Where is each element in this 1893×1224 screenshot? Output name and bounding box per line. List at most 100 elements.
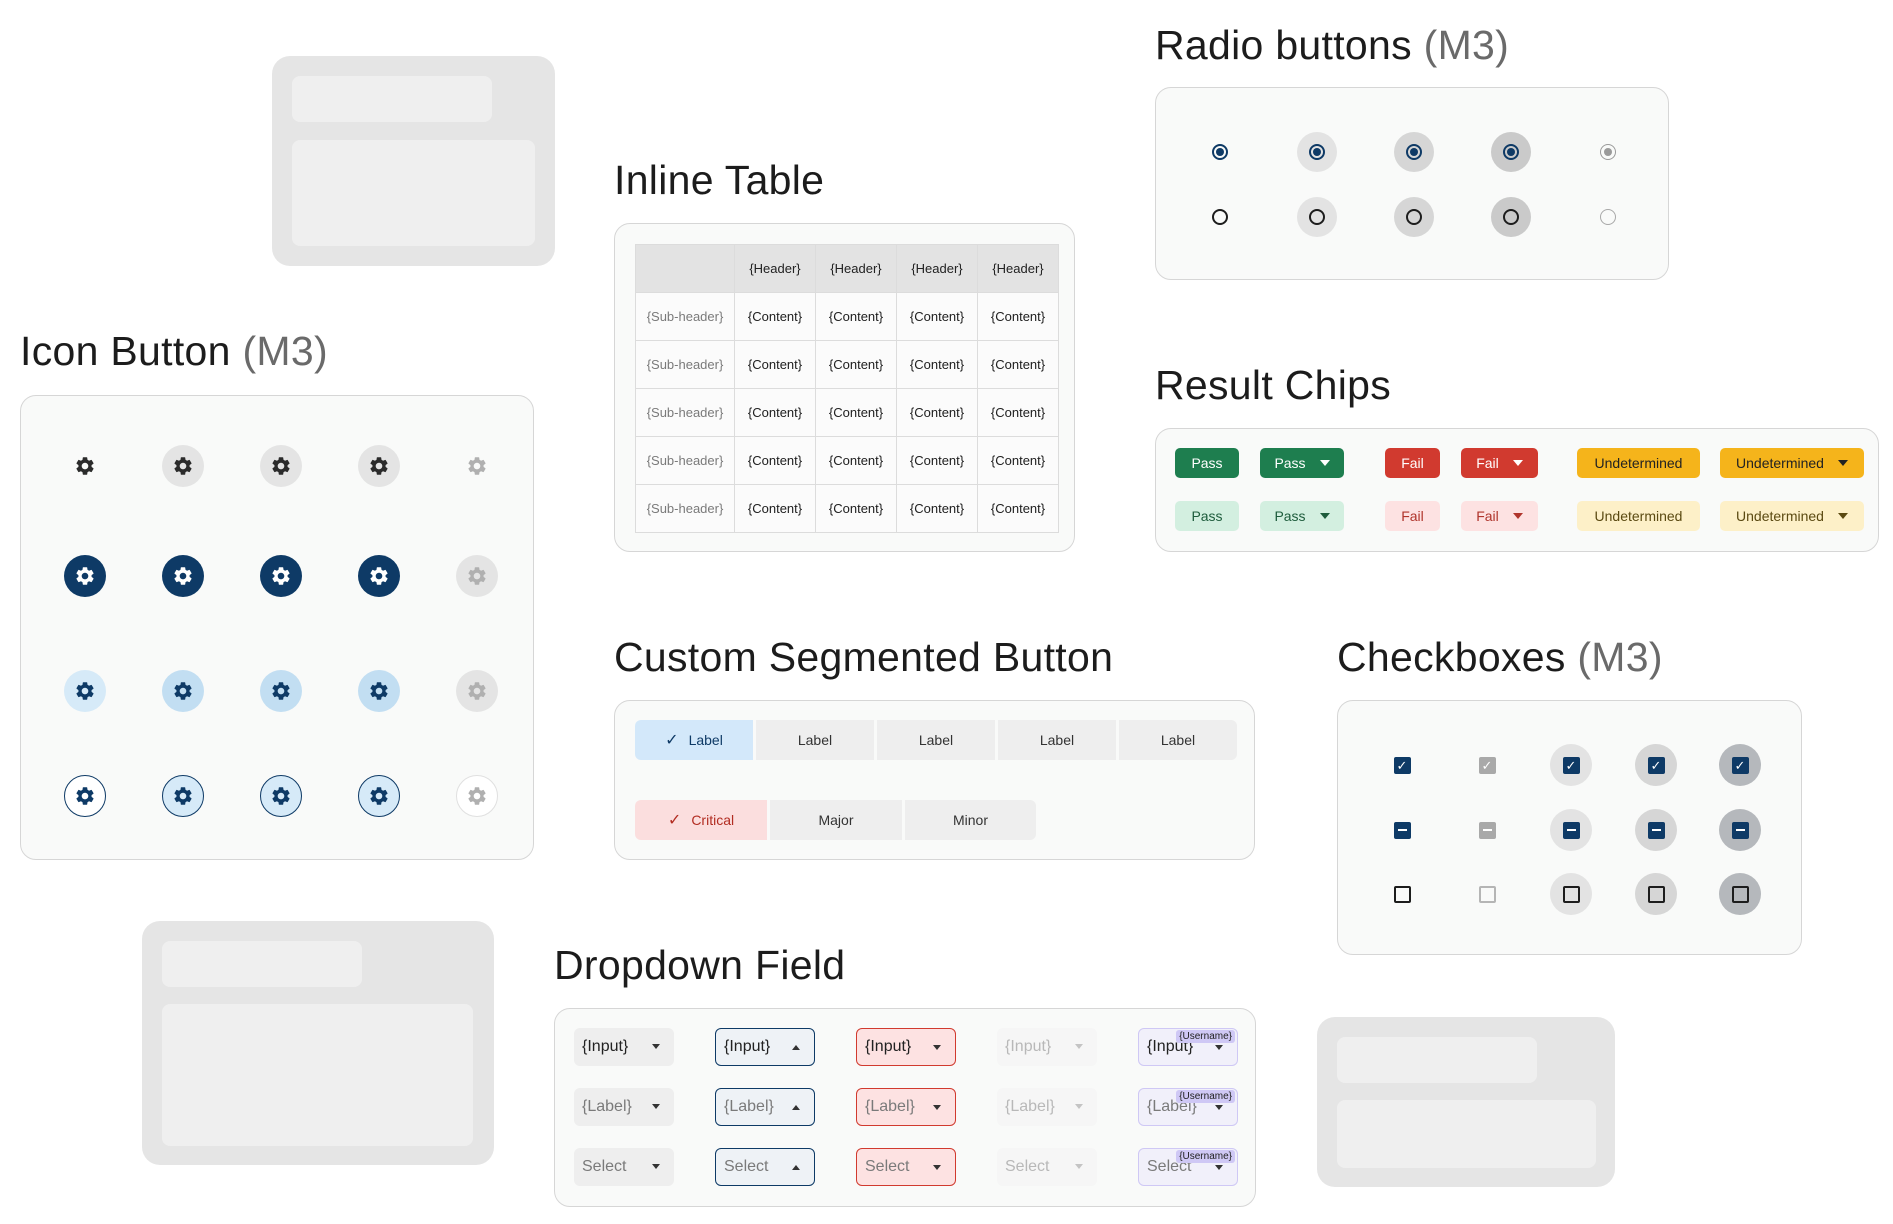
radio-selected[interactable] [1200,132,1240,172]
settings-icon-button[interactable] [260,670,302,712]
chip-fail[interactable]: Fail [1385,448,1440,478]
table-cell: {Content} [896,292,978,341]
settings-icon-button[interactable] [64,670,106,712]
segment-major[interactable]: Major [770,800,902,840]
chevron-down-icon [1215,1105,1223,1110]
gear-icon [270,565,292,587]
chip-undetermined-light-dropdown[interactable]: Undetermined [1720,501,1864,531]
radio-selected[interactable] [1491,132,1531,172]
checkbox-checked[interactable]: ✓ [1550,744,1592,786]
chip-pass[interactable]: Pass [1175,448,1239,478]
dropdown-collaborative[interactable]: {Input}{Username} [1138,1028,1238,1066]
checkbox-checked[interactable]: ✓ [1635,744,1677,786]
settings-icon-button[interactable] [456,775,498,817]
inline-table: {Header} {Header} {Header} {Header} {Sub… [635,244,1059,533]
gear-icon [270,455,292,477]
settings-icon-button[interactable] [162,670,204,712]
checkbox-indeterminate[interactable] [1466,809,1508,851]
segment-critical-selected[interactable]: ✓Critical [635,800,767,840]
username-badge: {Username} [1176,1030,1235,1043]
checkbox-indeterminate[interactable] [1381,809,1423,851]
dropdown-focused[interactable]: Select [715,1148,815,1186]
segment-selected[interactable]: ✓Label [635,720,753,760]
checkbox-indeterminate[interactable] [1550,809,1592,851]
table-header-cell: {Header} [977,244,1059,293]
username-badge: {Username} [1176,1090,1235,1103]
gear-icon [368,785,390,807]
settings-icon-button[interactable] [358,775,400,817]
settings-icon-button[interactable] [456,445,498,487]
settings-icon-button[interactable] [456,555,498,597]
checkbox-unchecked[interactable] [1381,873,1423,915]
gear-icon [466,785,488,807]
icon-button-title: Icon Button (M3) [20,328,328,374]
dropdown-value: Select [724,1158,769,1175]
dropdown-default[interactable]: {Input} [574,1028,674,1066]
chip-fail-dropdown[interactable]: Fail [1461,448,1538,478]
settings-icon-button[interactable] [64,445,106,487]
dropdown-collaborative[interactable]: {Label}{Username} [1138,1088,1238,1126]
segment-minor[interactable]: Minor [905,800,1036,840]
dropdown-focused[interactable]: {Input} [715,1028,815,1066]
gear-icon [172,785,194,807]
dropdown-error[interactable]: Select [856,1148,956,1186]
checkbox-checked[interactable]: ✓ [1466,744,1508,786]
settings-icon-button[interactable] [260,555,302,597]
settings-icon-button[interactable] [162,445,204,487]
dropdown-default[interactable]: Select [574,1148,674,1186]
chip-undetermined-dropdown[interactable]: Undetermined [1720,448,1864,478]
settings-icon-button[interactable] [260,775,302,817]
radio-unselected[interactable] [1200,197,1240,237]
settings-icon-button[interactable] [260,445,302,487]
checkbox-unchecked[interactable] [1719,873,1761,915]
chip-pass-light[interactable]: Pass [1175,501,1239,531]
chip-fail-light[interactable]: Fail [1385,501,1440,531]
dropdown-value: {Label} [865,1098,915,1115]
chip-undetermined[interactable]: Undetermined [1577,448,1700,478]
settings-icon-button[interactable] [358,445,400,487]
table-corner-cell [635,244,735,293]
chip-undetermined-light[interactable]: Undetermined [1577,501,1700,531]
radio-selected[interactable] [1394,132,1434,172]
checkboxes-panel: ✓ ✓ ✓ ✓ ✓ [1337,700,1802,955]
minus-icon [1393,821,1411,839]
settings-icon-button[interactable] [162,555,204,597]
dropdown-default[interactable]: {Label} [574,1088,674,1126]
chip-fail-light-dropdown[interactable]: Fail [1461,501,1538,531]
segment[interactable]: Label [877,720,995,760]
checkbox-unchecked[interactable] [1550,873,1592,915]
checkbox-indeterminate[interactable] [1719,809,1761,851]
chip-pass-dropdown[interactable]: Pass [1260,448,1344,478]
settings-icon-button[interactable] [358,670,400,712]
dropdown-collaborative[interactable]: Select{Username} [1138,1148,1238,1186]
dropdown-error[interactable]: {Input} [856,1028,956,1066]
segment[interactable]: Label [1119,720,1237,760]
checkbox-unchecked[interactable] [1635,873,1677,915]
settings-icon-button[interactable] [64,555,106,597]
checkbox-unchecked[interactable] [1466,873,1508,915]
checkbox-indeterminate[interactable] [1635,809,1677,851]
radio-selected[interactable] [1588,132,1628,172]
settings-icon-button[interactable] [358,555,400,597]
table-cell: {Content} [815,484,897,533]
table-cell: {Content} [734,292,816,341]
dropdown-error[interactable]: {Label} [856,1088,956,1126]
checkbox-checked[interactable]: ✓ [1381,744,1423,786]
radio-unselected[interactable] [1588,197,1628,237]
segment[interactable]: Label [998,720,1116,760]
dropdown-focused[interactable]: {Label} [715,1088,815,1126]
radio-unselected[interactable] [1394,197,1434,237]
chevron-down-icon [1215,1165,1223,1170]
radio-unselected[interactable] [1491,197,1531,237]
settings-icon-button[interactable] [456,670,498,712]
table-row: {Sub-header}{Content}{Content}{Content}{… [635,340,1059,389]
radio-unselected[interactable] [1297,197,1337,237]
chip-pass-light-dropdown[interactable]: Pass [1260,501,1344,531]
settings-icon-button[interactable] [162,775,204,817]
settings-icon-button[interactable] [64,775,106,817]
username-badge: {Username} [1176,1150,1235,1163]
segment[interactable]: Label [756,720,874,760]
radio-selected[interactable] [1297,132,1337,172]
table-subheader-cell: {Sub-header} [635,340,735,389]
checkbox-checked[interactable]: ✓ [1719,744,1761,786]
